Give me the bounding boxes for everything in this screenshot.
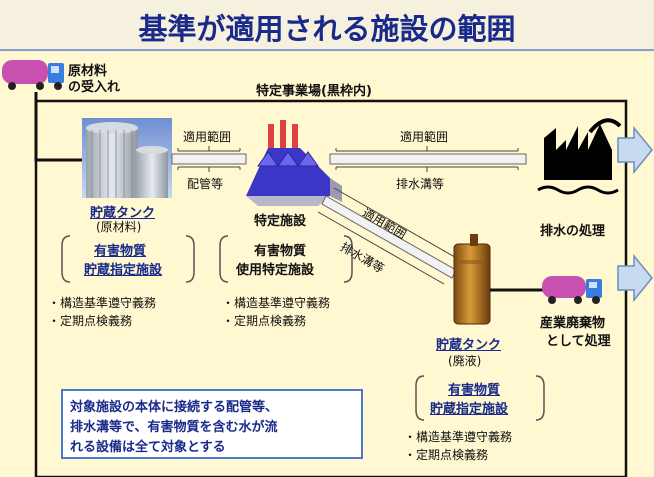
inlet-pipe <box>34 92 82 162</box>
group-use-line-2: 使用特定施設 <box>236 263 315 278</box>
page-title: 基準が適用される施設の範囲 <box>138 12 516 46</box>
duty-raw-2: ・定期点検義務 <box>48 314 133 328</box>
group-waste-line-1: 有害物質 <box>448 383 501 398</box>
pipe-range-bottom-label: 配管等 <box>187 177 224 191</box>
duty-use-2: ・定期点検義務 <box>222 314 307 328</box>
note-line-2: 排水溝等で、有害物質を含む水が流 <box>70 420 278 435</box>
storage-tank-waste-name: 貯蔵タンク <box>436 338 502 353</box>
outflow-arrow-icon-bottom <box>617 253 653 303</box>
truck-icon-raw <box>2 60 64 90</box>
wastewater-treatment-icon <box>537 118 622 195</box>
duty-raw-1: ・構造基準遵守義務 <box>48 296 157 310</box>
duty-waste-1: ・構造基準遵守義務 <box>404 430 513 444</box>
raw-material-label-2: の受入れ <box>68 80 121 95</box>
industrial-waste-line-1: 産業廃棄物 <box>540 316 606 331</box>
pipe-range-top-label: 適用範囲 <box>183 130 232 144</box>
industrial-waste-line-2: として処理 <box>546 334 611 349</box>
drain-range-top-label: 適用範囲 <box>400 130 449 144</box>
group-use-line-1: 有害物質 <box>254 244 307 259</box>
group-waste-line-2: 貯蔵指定施設 <box>430 402 509 417</box>
drain-band-diagonal <box>317 187 461 285</box>
pipe-band-left <box>171 146 247 172</box>
brackets <box>61 235 545 421</box>
storage-tank-waste-sub: (廃液) <box>448 354 482 368</box>
note-box <box>61 389 363 459</box>
storage-tank-raw-sub: (原材料) <box>96 220 142 234</box>
note-line-1: 対象施設の本体に接続する配管等、 <box>70 400 279 415</box>
truck-icon-waste <box>542 276 602 304</box>
outflow-arrow-icon-top <box>617 125 653 175</box>
factory-icon <box>246 120 342 206</box>
drain-range-bottom-label: 排水溝等 <box>396 177 445 191</box>
drain-band-top <box>329 146 527 172</box>
duty-use-1: ・構造基準遵守義務 <box>222 296 331 310</box>
storage-tank-raw-image <box>82 118 172 198</box>
wastewater-label: 排水の処理 <box>540 224 606 239</box>
duty-waste-2: ・定期点検義務 <box>404 448 489 462</box>
specified-facility-label: 特定施設 <box>254 214 307 229</box>
group-raw-line-1: 有害物質 <box>94 244 147 259</box>
storage-tank-raw-name: 貯蔵タンク <box>90 206 156 221</box>
site-label: 特定事業場(黒枠内) <box>256 84 372 99</box>
title-banner <box>0 0 654 52</box>
storage-tank-waste-image <box>453 234 491 325</box>
note-line-3: れる設備は全て対象とする <box>70 440 226 455</box>
raw-material-label-1: 原材料 <box>68 64 108 79</box>
group-raw-line-2: 貯蔵指定施設 <box>84 263 163 278</box>
